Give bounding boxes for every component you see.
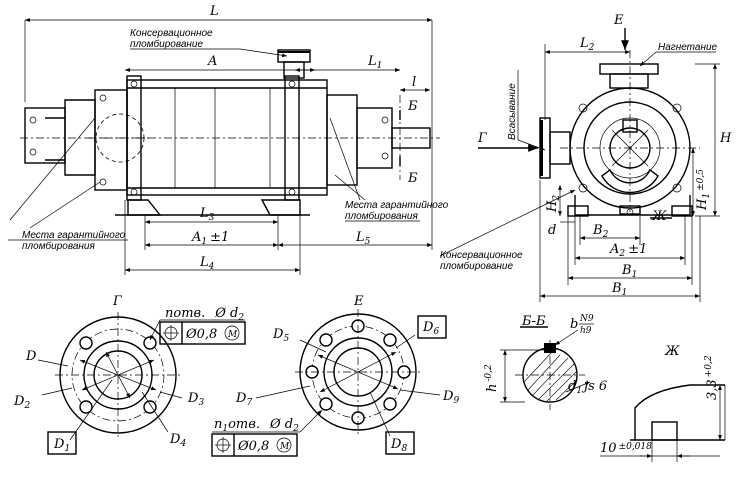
dim-L1-label: L1	[367, 54, 382, 71]
flange-g-D4: D4	[169, 432, 186, 449]
dim-A2-label: A2±1	[609, 242, 647, 259]
flange-e-D8: D8	[390, 437, 407, 454]
flange-g-tol-mod: M	[227, 330, 238, 340]
dim-l-label: l	[412, 75, 416, 90]
flange-g-D: D	[25, 349, 37, 364]
dim-H-label: H	[719, 131, 732, 146]
flange-g-D1: D1	[53, 437, 70, 454]
front-view: Е L2 Нагнетание Всасывание	[439, 13, 732, 302]
label-discharge: Нагнетание	[658, 42, 718, 53]
view-mark-g: Г	[477, 131, 487, 146]
dim-B-label: B1	[611, 281, 627, 298]
detail-zh-view: Ж 3,3+0,2 10±0,018	[600, 344, 726, 462]
flange-g-holes: потв.Ø d2	[165, 306, 244, 323]
detail-zh-title: Ж	[664, 344, 680, 359]
dim-L2-label: L2	[579, 36, 595, 53]
dim-d-label: d	[548, 223, 556, 238]
section-bb-h: h-0,2	[484, 364, 500, 392]
detail-zh-height: 3,3+0,2	[704, 355, 720, 400]
note-warranty-right-2: пломбирования	[345, 210, 418, 222]
detail-mark-zh: Ж	[651, 209, 667, 224]
dim-B1-label: B1	[621, 263, 637, 280]
dim-L-label: L	[209, 4, 219, 19]
flange-g-D3: D3	[187, 391, 204, 408]
flange-g-D2: D2	[13, 394, 30, 411]
flange-e-D7: D7	[235, 391, 252, 408]
detail-zh-width: 10±0,018	[600, 441, 652, 456]
section-bb-fit: b	[570, 317, 578, 332]
label-suction: Всасывание	[507, 83, 518, 140]
flange-g-view: Г D D2 D3 D4 D1 потв.Ø d2 Ø0,8	[13, 294, 246, 455]
front-note-conservation: Консервационное	[440, 250, 523, 261]
flange-e-D6: D6	[422, 320, 439, 337]
note-warranty-left: Места гарантийного	[22, 230, 126, 241]
dim-A1-label: A1±1	[191, 230, 229, 247]
dim-H1-label: H1±0,5	[695, 169, 712, 211]
view-mark-e: Е	[613, 13, 624, 28]
section-bb-fit-den: h9	[580, 326, 592, 336]
section-mark-top: Б	[407, 99, 418, 114]
dim-B2-label: B2	[592, 223, 609, 240]
flange-g-title: Г	[112, 294, 122, 309]
section-mark-bottom: Б	[407, 171, 418, 186]
side-view: L A L1 l	[8, 4, 449, 275]
flange-g-tol: Ø0,8	[185, 327, 217, 342]
dim-H2-label: H2	[545, 195, 562, 213]
front-note-conservation-2: пломбирование	[440, 260, 513, 272]
flange-e-title: Е	[353, 294, 364, 309]
flange-e-tol-mod: M	[279, 442, 290, 452]
section-bb-fit-num: N9	[579, 314, 594, 324]
flange-e-D9: D9	[442, 389, 459, 406]
note-conservation-2: пломбирование	[130, 38, 203, 50]
dim-A-label: A	[207, 54, 217, 69]
flange-e-tol: Ø0,8	[237, 439, 269, 454]
note-warranty-right: Места гарантийного	[345, 200, 449, 211]
dim-L3-label: L3	[199, 206, 215, 223]
dim-L5-label: L5	[355, 230, 371, 247]
section-bb-title: Б-Б	[521, 314, 546, 329]
flange-e-D5: D5	[272, 327, 289, 344]
note-warranty-left-2: пломбирования	[22, 240, 95, 252]
note-conservation: Консервационное	[130, 28, 213, 39]
flange-e-holes: n1отв.Ø d2	[214, 417, 299, 434]
dim-L4-label: L4	[199, 255, 215, 272]
flange-e-view: Е D5 D6 D7 D8 D9 n1отв.Ø d2	[211, 294, 459, 457]
